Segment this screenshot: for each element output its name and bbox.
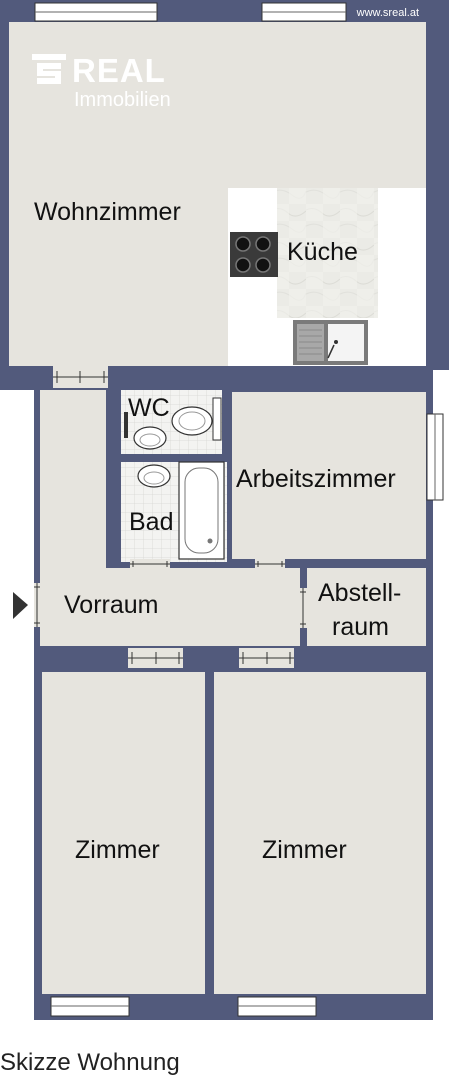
abstellraum-floor: [307, 568, 426, 646]
kitchen-sink-icon: [293, 320, 368, 365]
stove-icon: [230, 232, 278, 277]
zimmer-right-floor: [214, 672, 426, 994]
logo-brand: REAL: [72, 52, 166, 89]
label-abstellraum-1: Abstell-: [318, 579, 402, 607]
label-abstellraum-2: raum: [332, 613, 389, 641]
label-wc: WC: [128, 394, 170, 422]
website-url: www.sreal.at: [356, 7, 419, 19]
label-wohnzimmer: Wohnzimmer: [34, 198, 181, 226]
label-zimmer-left: Zimmer: [75, 836, 160, 864]
label-bad: Bad: [129, 508, 174, 536]
kitchen-floor: [277, 188, 378, 318]
logo-subtitle: Immobilien: [74, 89, 171, 111]
bathtub-icon: [178, 461, 225, 560]
bad-basin-icon: [137, 464, 171, 488]
wc-basin-icon: [133, 426, 167, 450]
label-kueche: Küche: [287, 238, 358, 266]
label-vorraum: Vorraum: [64, 591, 159, 619]
toilet-icon: [171, 397, 222, 441]
label-zimmer-right: Zimmer: [262, 836, 347, 864]
plan-caption: Skizze Wohnung: [0, 1049, 180, 1076]
s-logo-icon: [32, 54, 66, 84]
arbeitszimmer-floor: [232, 392, 426, 559]
entrance-arrow-icon: [13, 592, 28, 619]
label-arbeitszimmer: Arbeitszimmer: [236, 465, 396, 493]
zimmer-left-floor: [42, 672, 205, 994]
